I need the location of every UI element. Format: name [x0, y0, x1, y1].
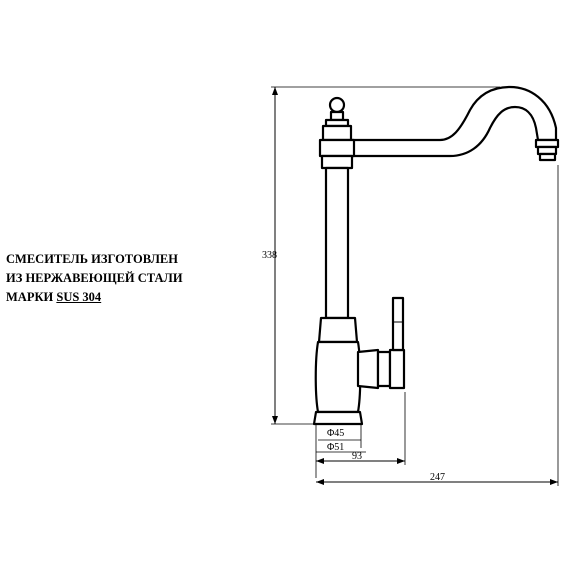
base-diameters: Φ45 Φ51 — [315, 424, 366, 478]
top-knob — [318, 96, 356, 170]
base-width-dimension: 93 — [316, 392, 406, 465]
note-line-3-prefix: МАРКИ — [6, 290, 57, 304]
base-width-label: 93 — [352, 451, 362, 462]
note-line-2: ИЗ НЕРЖАВЕЮЩЕЙ СТАЛИ — [6, 271, 183, 285]
spout — [348, 85, 560, 162]
outer-diameter-label: Φ51 — [327, 442, 344, 453]
faucet-body — [312, 166, 364, 426]
note-line-1: СМЕСИТЕЛЬ ИЗГОТОВЛЕН — [6, 252, 178, 266]
inner-diameter-label: Φ45 — [327, 428, 344, 439]
material-grade: SUS 304 — [56, 290, 102, 304]
height-dimension: 338 — [262, 86, 500, 425]
material-note: СМЕСИТЕЛЬ ИЗГОТОВЛЕН ИЗ НЕРЖАВЕЮЩЕЙ СТАЛ… — [6, 250, 246, 307]
note-line-3: МАРКИ SUS 304 — [6, 288, 246, 307]
side-lever — [356, 296, 406, 390]
total-reach-dimension: 247 — [316, 165, 559, 486]
height-dimension-label: 338 — [262, 250, 277, 261]
total-reach-label: 247 — [430, 472, 445, 483]
